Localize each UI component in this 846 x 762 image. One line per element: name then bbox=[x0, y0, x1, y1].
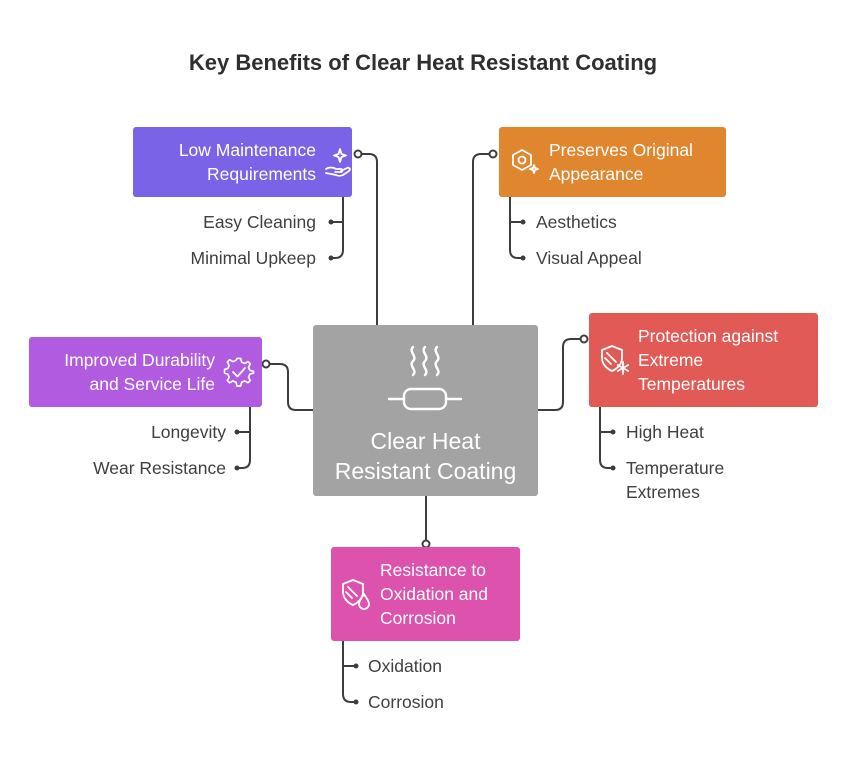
sub-item-longevity: Longevity bbox=[151, 422, 226, 442]
benefit-preserves-appearance-label: Preserves Original Appearance bbox=[549, 140, 693, 184]
connector-dot-low-maintenance bbox=[353, 149, 363, 159]
center-node: Clear Heat Resistant Coating bbox=[313, 325, 538, 496]
hand-sparkle-icon bbox=[324, 147, 352, 177]
shield-snowflake-icon bbox=[600, 344, 630, 376]
benefit-durability: Improved Durability and Service Life bbox=[29, 337, 262, 407]
connector-dot-preserves bbox=[488, 149, 498, 159]
connector-extreme-items bbox=[599, 406, 613, 469]
benefit-preserves-appearance: Preserves Original Appearance bbox=[499, 127, 726, 197]
connector-dot-extreme bbox=[579, 334, 589, 344]
connector-center-extreme-temperatures bbox=[538, 338, 584, 411]
benefit-extreme-temperatures-label: Protection against Extreme Temperatures bbox=[638, 326, 779, 394]
sub-item-wear-resistance: Wear Resistance bbox=[93, 458, 226, 478]
center-label: Clear Heat Resistant Coating bbox=[334, 428, 517, 484]
benefit-low-maintenance: Low Maintenance Requirements bbox=[133, 127, 352, 197]
connector-center-durability bbox=[266, 363, 313, 411]
sub-item-temperature-extremes: Temperature Extremes bbox=[626, 458, 725, 502]
sub-item-visual-appeal: Visual Appeal bbox=[536, 248, 642, 268]
connector-center-low-maintenance bbox=[358, 153, 378, 325]
benefit-low-maintenance-label: Low Maintenance Requirements bbox=[178, 140, 316, 184]
benefit-oxidation-corrosion-label: Resistance to Oxidation and Corrosion bbox=[380, 560, 488, 628]
heating-element-icon bbox=[387, 341, 463, 422]
connector-low-maintenance-items bbox=[331, 196, 344, 259]
gear-check-icon bbox=[223, 356, 255, 388]
connector-dot-durability bbox=[261, 359, 271, 369]
sub-item-high-heat: High Heat bbox=[626, 422, 704, 442]
benefit-extreme-temperatures: Protection against Extreme Temperatures bbox=[589, 313, 818, 407]
connector-center-preserves-appearance bbox=[472, 153, 493, 325]
page-title: Key Benefits of Clear Heat Resistant Coa… bbox=[188, 50, 658, 75]
benefit-durability-label: Improved Durability and Service Life bbox=[64, 350, 215, 394]
sub-item-easy-cleaning: Easy Cleaning bbox=[203, 212, 316, 232]
connector-durability-items bbox=[237, 406, 251, 469]
shield-drop-icon bbox=[341, 578, 371, 610]
sub-item-aesthetics: Aesthetics bbox=[536, 212, 617, 232]
benefit-oxidation-corrosion: Resistance to Oxidation and Corrosion bbox=[331, 547, 520, 641]
sub-item-minimal-upkeep: Minimal Upkeep bbox=[190, 248, 316, 268]
sub-item-oxidation: Oxidation bbox=[368, 656, 442, 676]
connector-oxidation-items bbox=[342, 640, 356, 703]
sub-item-corrosion: Corrosion bbox=[368, 692, 444, 712]
connector-preserves-items bbox=[509, 196, 523, 259]
hexagon-sparkle-icon bbox=[510, 147, 540, 177]
